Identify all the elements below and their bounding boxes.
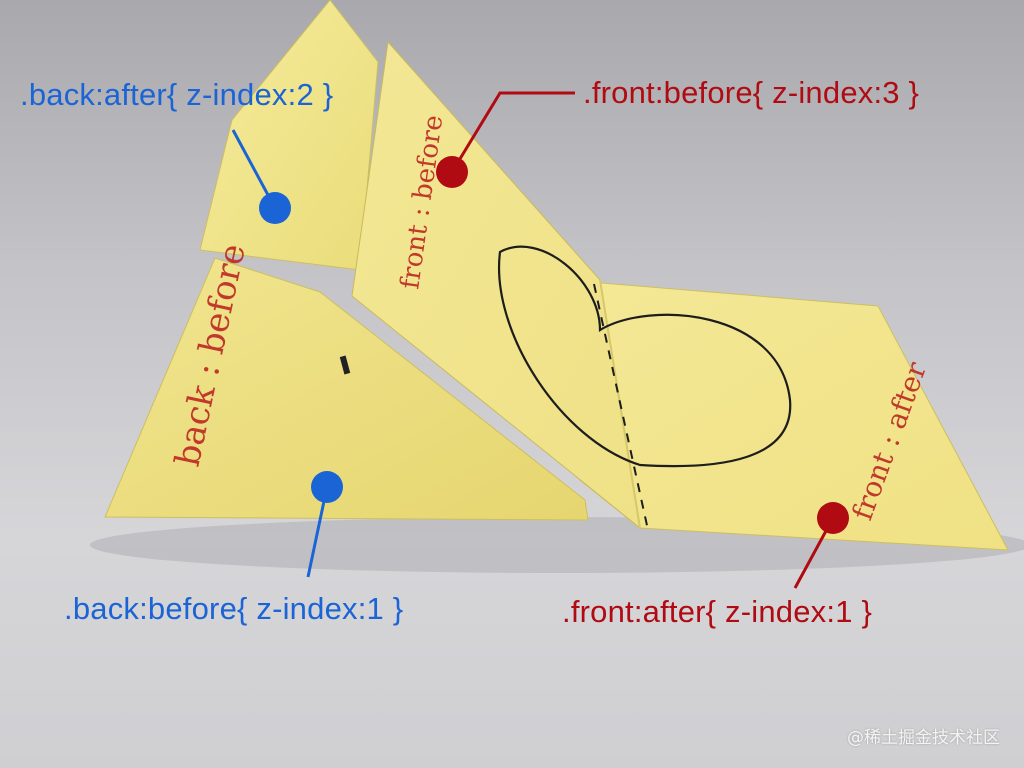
back-after-note — [199, 0, 379, 271]
ink-mark — [339, 355, 351, 375]
drawn-oval — [497, 245, 792, 468]
label-front-before: .front:before{ z-index:3 } — [583, 75, 920, 110]
label-back-after: .back:after{ z-index:2 } — [20, 77, 334, 112]
callout-back-before — [306, 471, 343, 578]
front-after-note — [579, 281, 1009, 551]
label-back-before: .back:before{ z-index:1 } — [64, 591, 404, 626]
watermark: @稀土掘金技术社区 — [847, 728, 1000, 748]
back-before-note — [104, 257, 589, 521]
callout-front-before — [436, 91, 575, 188]
callout-front-after — [793, 502, 849, 589]
dashed-fold-line — [593, 283, 649, 531]
callout-back-after — [231, 129, 291, 224]
label-front-after: .front:after{ z-index:1 } — [562, 594, 873, 629]
